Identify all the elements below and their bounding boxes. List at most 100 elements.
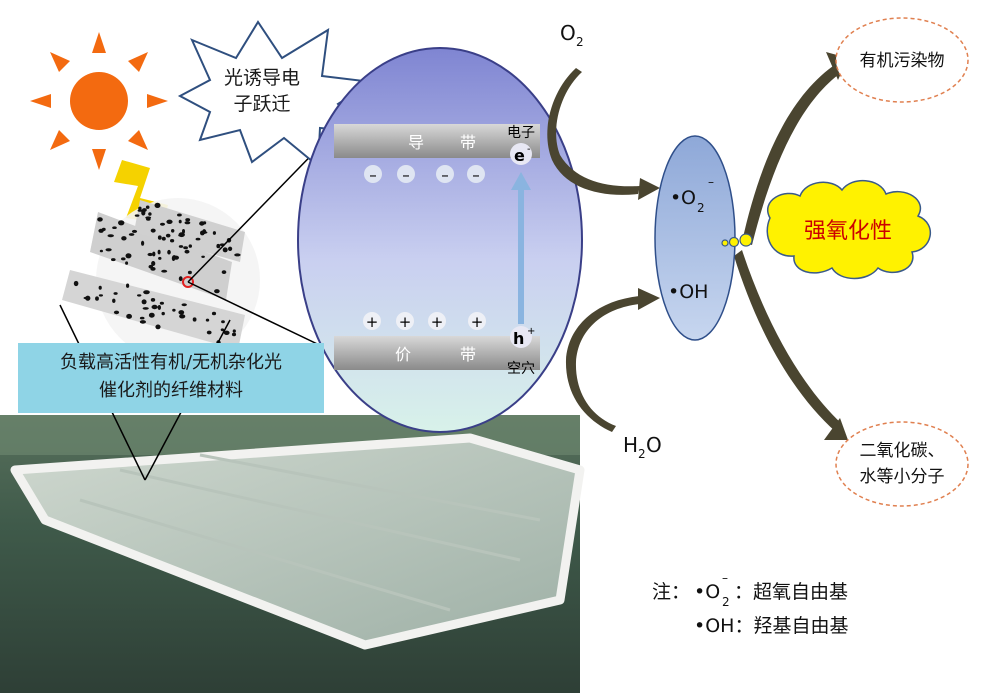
catalyst-particle bbox=[142, 208, 147, 212]
electron-label: 电子 bbox=[507, 125, 535, 141]
catalyst-particle bbox=[137, 209, 143, 212]
catalyst-particle bbox=[181, 303, 187, 307]
catalyst-particle bbox=[178, 219, 182, 224]
water-base: H bbox=[623, 433, 638, 457]
valence-band-bar bbox=[334, 336, 540, 370]
superoxide-base: O bbox=[681, 187, 696, 209]
note-line1-dot: •O bbox=[694, 581, 720, 603]
catalyst-particle bbox=[73, 280, 79, 287]
band-ellipse: 导 带 电子 e - – – – – + + + + bbox=[297, 47, 583, 433]
catalyst-particle bbox=[125, 253, 132, 259]
legend-note: 注： •O 2 – ：超氧自由基 •OH：羟基自由基 bbox=[652, 571, 848, 637]
note-line1-sub: 2 bbox=[722, 595, 730, 609]
hole-symbol: h bbox=[513, 329, 524, 348]
catalyst-particle bbox=[185, 218, 191, 222]
hydroxyl-label: •OH bbox=[668, 281, 708, 303]
catalyst-particle bbox=[161, 236, 166, 241]
catalyst-particle bbox=[151, 304, 158, 310]
burst-label-line1: 光诱导电 bbox=[224, 67, 300, 89]
catalyst-particle bbox=[148, 312, 155, 318]
catalyst-particle bbox=[128, 233, 135, 236]
catalyst-particle bbox=[97, 217, 103, 222]
catalyst-particle bbox=[148, 212, 152, 216]
catalyst-particle bbox=[161, 269, 168, 273]
catalyst-particle bbox=[150, 228, 156, 233]
sun-icon bbox=[30, 32, 168, 170]
catalyst-particle bbox=[150, 298, 156, 302]
catalyst-particle bbox=[222, 247, 228, 253]
small-molecules-node: 二氧化碳、 水等小分子 bbox=[835, 421, 969, 507]
catalyst-particle bbox=[112, 226, 117, 229]
catalyst-particle bbox=[232, 329, 236, 333]
electron-charges: – – – – bbox=[364, 165, 485, 184]
catalyst-particle bbox=[172, 308, 176, 312]
catalyst-particle bbox=[184, 249, 190, 254]
superoxide-sup: – bbox=[708, 175, 714, 189]
note-prefix: 注： bbox=[652, 581, 690, 603]
hole-sup: + bbox=[527, 326, 535, 337]
catalyst-particle bbox=[178, 276, 183, 282]
small-molecules-line1: 二氧化碳、 bbox=[860, 441, 945, 461]
superoxide-dot: • bbox=[670, 187, 681, 209]
catalyst-particle bbox=[98, 285, 102, 290]
catalyst-particle bbox=[105, 248, 112, 252]
catalyst-particle bbox=[231, 332, 237, 337]
catalyst-particle bbox=[85, 295, 91, 301]
superoxide-sub: 2 bbox=[697, 201, 705, 215]
note-line1-text: ：超氧自由基 bbox=[734, 581, 848, 603]
catalyst-particle bbox=[199, 221, 205, 226]
catalyst-particle bbox=[157, 305, 161, 310]
catalyst-particle bbox=[141, 240, 145, 246]
catalyst-particle bbox=[112, 298, 116, 303]
organic-pollutant-label: 有机污染物 bbox=[860, 51, 945, 71]
fiber-magnified-view bbox=[62, 198, 260, 362]
catalyst-particle bbox=[211, 311, 217, 316]
catalyst-particle bbox=[157, 249, 161, 255]
catalyst-particle bbox=[151, 261, 156, 266]
fiber-material-label: 负载高活性有机/无机杂化光 催化剂的纤维材料 bbox=[18, 343, 324, 413]
catalyst-particle bbox=[141, 299, 147, 305]
catalyst-particle bbox=[178, 245, 184, 248]
catalyst-particle bbox=[99, 249, 103, 253]
catalyst-particle bbox=[126, 313, 132, 319]
catalyst-particle bbox=[182, 229, 185, 234]
electron-charge: – bbox=[441, 166, 449, 184]
catalyst-particle bbox=[216, 243, 221, 249]
hole-charges: + + + + bbox=[363, 312, 486, 331]
catalyst-particle bbox=[113, 292, 118, 295]
catalyst-particle bbox=[147, 252, 153, 257]
catalyst-particle bbox=[205, 318, 210, 322]
catalyst-particle bbox=[101, 227, 106, 231]
catalyst-particle bbox=[139, 320, 146, 324]
catalyst-particle bbox=[214, 289, 220, 294]
water-tail: O bbox=[646, 433, 662, 457]
valence-band-label-1: 价 bbox=[395, 345, 411, 364]
catalyst-particle bbox=[121, 236, 127, 241]
catalyst-particle bbox=[142, 307, 149, 310]
catalyst-particle bbox=[228, 246, 233, 251]
catalyst-particle bbox=[111, 258, 116, 262]
catalyst-particle bbox=[201, 255, 205, 258]
catalyst-particle bbox=[145, 216, 152, 219]
catalyst-particle bbox=[221, 320, 225, 324]
catalyst-particle bbox=[139, 316, 145, 320]
catalyst-particle bbox=[192, 317, 197, 322]
conduction-band-label-1: 导 bbox=[408, 133, 424, 152]
note-line1-sup: – bbox=[722, 571, 728, 585]
strong-oxidation-label: 强氧化性 bbox=[804, 219, 892, 244]
fiber-label-line2: 催化剂的纤维材料 bbox=[99, 380, 243, 401]
catalyst-particle bbox=[159, 301, 164, 305]
catalyst-particle bbox=[178, 310, 185, 315]
oxygen-base: O bbox=[560, 21, 576, 45]
electron-charge: – bbox=[369, 166, 377, 184]
catalyst-particle bbox=[201, 231, 208, 234]
catalyst-particle bbox=[170, 239, 175, 243]
hole-charge: + bbox=[399, 313, 412, 331]
fiber-material-photo bbox=[0, 415, 585, 693]
catalyst-particle bbox=[138, 206, 142, 210]
catalyst-particle bbox=[98, 294, 103, 297]
catalyst-particle bbox=[145, 205, 150, 209]
catalyst-particle bbox=[166, 219, 173, 224]
catalyst-particle bbox=[188, 244, 192, 248]
